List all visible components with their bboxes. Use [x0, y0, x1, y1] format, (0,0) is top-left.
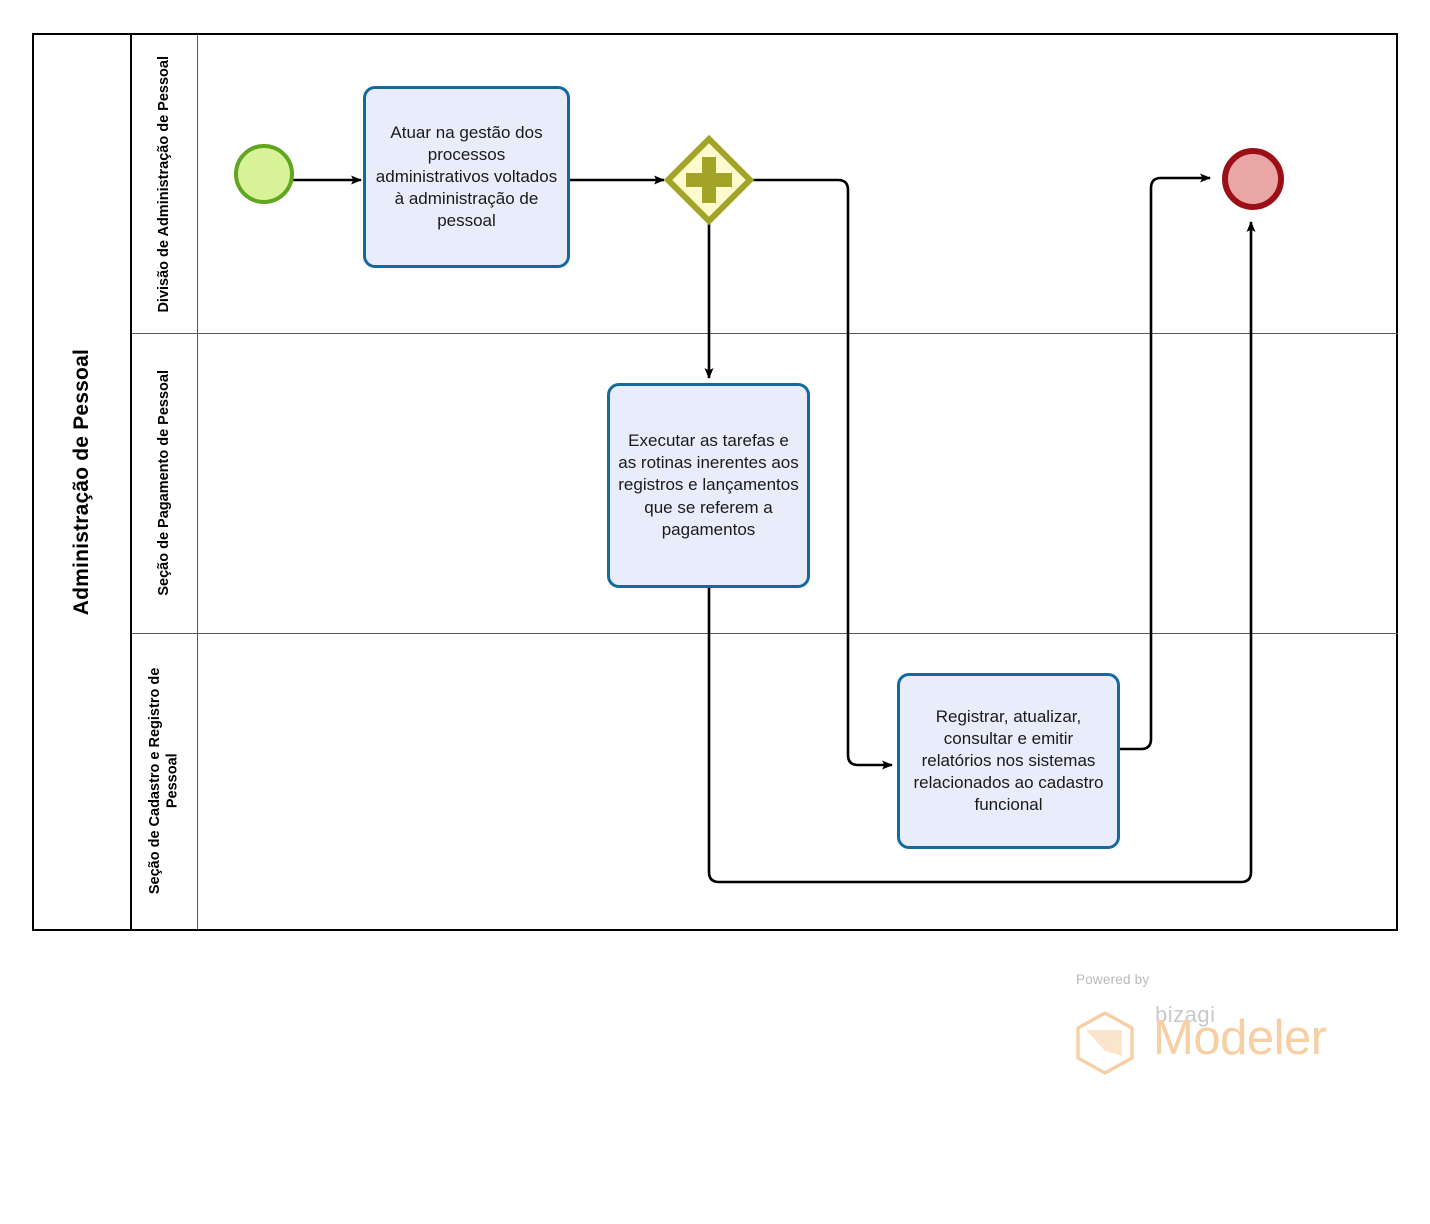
modeler-wordmark: Modeler	[1153, 1011, 1327, 1065]
lane-divider-2	[132, 633, 1398, 634]
pool-header: Administração de Pessoal	[34, 35, 132, 929]
lane-header-pagamento: Seção de Pagamento de Pessoal	[132, 333, 198, 633]
lane-label-pagamento: Seção de Pagamento de Pessoal	[155, 370, 172, 596]
lane-divisao-de-administracao-de-pessoal[interactable]: Divisão de Administração de Pessoal	[132, 35, 1398, 333]
lane-label-cadastro: Seção de Cadastro e Registro de Pessoal	[146, 667, 181, 895]
end-event[interactable]	[1222, 148, 1284, 210]
task-registrar-atualizar-cadastro[interactable]: Registrar, atualizar, consultar e emitir…	[897, 673, 1120, 849]
task-label-1: Atuar na gestão dos processos administra…	[375, 122, 558, 231]
lane-secao-de-cadastro-e-registro-de-pessoal[interactable]: Seção de Cadastro e Registro de Pessoal	[132, 633, 1398, 929]
task-atuar-na-gestao[interactable]: Atuar na gestão dos processos administra…	[363, 86, 570, 268]
bizagi-wordmark: bizagi	[1155, 1002, 1216, 1027]
powered-by-label: Powered by	[1076, 972, 1150, 987]
lane-divider-1	[132, 333, 1398, 334]
pool-title: Administração de Pessoal	[70, 348, 93, 616]
lane-header-divisao: Divisão de Administração de Pessoal	[132, 35, 198, 333]
parallel-gateway[interactable]	[663, 134, 755, 226]
lane-header-cadastro: Seção de Cadastro e Registro de Pessoal	[132, 633, 198, 929]
parallel-gateway-shape	[663, 134, 755, 226]
task-label-2: Executar as tarefas e as rotinas inerent…	[618, 431, 799, 539]
lane-label-divisao: Divisão de Administração de Pessoal	[155, 55, 172, 313]
start-event[interactable]	[234, 144, 294, 204]
task-label-3: Registrar, atualizar, consultar e emitir…	[913, 706, 1104, 815]
bizagi-modeler-logo: Powered by bizagi Modeler	[1069, 972, 1339, 1075]
lane-secao-de-pagamento-de-pessoal[interactable]: Seção de Pagamento de Pessoal	[132, 333, 1398, 633]
task-executar-tarefas-pagamentos[interactable]: Executar as tarefas e as rotinas inerent…	[607, 383, 810, 588]
bizagi-hexagon-icon	[1076, 1011, 1134, 1075]
plus-icon	[686, 157, 732, 203]
